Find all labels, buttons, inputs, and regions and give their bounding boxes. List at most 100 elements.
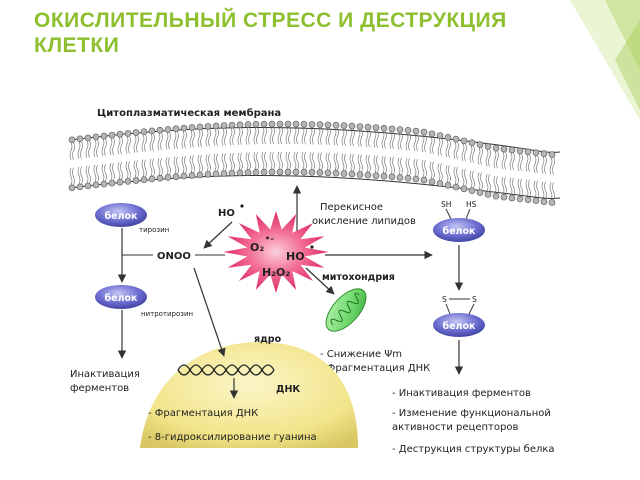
- s-left-label: S: [442, 295, 447, 304]
- lipid-head: [300, 168, 308, 176]
- lipid-tail: [197, 154, 203, 173]
- lipid-tail: [213, 128, 219, 147]
- lipid-head: [132, 129, 140, 136]
- lipid-tail: [69, 142, 75, 160]
- lipid-tail: [341, 153, 347, 171]
- lipid-head: [100, 132, 108, 140]
- dna-label: ДНК: [276, 384, 300, 395]
- lipid-head: [236, 169, 244, 177]
- lipid-tail: [117, 162, 123, 180]
- lipid-head: [364, 171, 372, 179]
- dna-helix: [177, 364, 275, 376]
- lipid-tail: [277, 151, 283, 170]
- lipid-head: [196, 123, 204, 131]
- lipid-tail: [501, 177, 507, 195]
- lipid-head: [124, 178, 132, 185]
- lipid-tail: [461, 168, 467, 187]
- lipid-tail: [189, 130, 195, 148]
- hydroxyl-radical-label: НО: [218, 208, 235, 219]
- lipid-head: [460, 137, 468, 145]
- lipid-head: [436, 180, 444, 187]
- lipid-head: [220, 170, 228, 177]
- lipid-head: [268, 168, 276, 176]
- protein-right-bottom: [433, 313, 485, 337]
- s-bond-right: [468, 303, 475, 315]
- lipid-head: [332, 121, 340, 129]
- lipid-tail: [293, 151, 299, 170]
- superoxide-label: О₂: [250, 241, 264, 254]
- nucleus-label: ядро: [254, 334, 282, 345]
- lipid-tail: [381, 156, 387, 174]
- lipid-peroxidation-line-1: Перекисное: [320, 202, 383, 213]
- lipid-head: [396, 174, 404, 181]
- lipid-head: [492, 144, 500, 152]
- lipid-tail: [533, 155, 539, 173]
- arrow-star-to-mito: [305, 267, 335, 295]
- lipid-tail: [349, 128, 355, 147]
- lipid-tail: [293, 126, 299, 145]
- lipid-tail: [429, 136, 435, 154]
- lipid-tail: [285, 126, 291, 145]
- lipid-head: [156, 174, 164, 182]
- lipid-head: [116, 130, 124, 138]
- lipid-head: [68, 184, 76, 192]
- lipid-tail: [469, 145, 475, 163]
- lipid-tail: [357, 154, 363, 172]
- lipid-tail: [173, 156, 179, 174]
- lipid-head: [348, 122, 356, 130]
- s-right-label: S: [472, 295, 477, 304]
- lipid-tail: [477, 172, 483, 190]
- lipid-head: [468, 139, 476, 146]
- lipid-head: [356, 171, 364, 178]
- peroxynitrite-label: ONOO: [157, 251, 191, 262]
- lipid-head: [380, 124, 388, 132]
- lipid-tail: [397, 157, 403, 175]
- lipid-head: [68, 136, 76, 144]
- lipid-head: [524, 196, 532, 204]
- lipid-head: [180, 172, 188, 180]
- lipid-head: [260, 168, 268, 176]
- lipid-head: [212, 122, 220, 130]
- lipid-tail: [229, 127, 235, 146]
- lipid-tail: [229, 153, 235, 171]
- lipid-tail: [445, 140, 451, 158]
- nucleus-effect-1: - Фрагментация ДНК: [148, 408, 258, 419]
- lipid-head: [484, 191, 492, 198]
- lipid-tail: [269, 151, 275, 170]
- s-bond-left: [445, 303, 451, 315]
- lipid-tail: [141, 134, 147, 152]
- lipid-tail: [221, 153, 227, 171]
- lipid-tail: [77, 166, 83, 184]
- lipid-head: [100, 180, 108, 188]
- lipid-head: [540, 198, 548, 205]
- lipid-head: [252, 169, 260, 176]
- lipid-head: [76, 135, 84, 143]
- lipid-tail: [477, 147, 483, 165]
- lipid-tail: [325, 152, 331, 171]
- lipid-head: [156, 126, 164, 134]
- lipid-head: [356, 123, 364, 130]
- lipid-head: [244, 169, 252, 176]
- lipid-head: [180, 124, 188, 132]
- arrow-onoo-to-nucleus: [193, 267, 226, 357]
- lipid-head: [308, 121, 316, 128]
- lipid-head: [452, 135, 460, 143]
- lipid-tail: [77, 141, 83, 159]
- lipid-tail: [69, 167, 75, 185]
- lipid-tail: [437, 138, 443, 156]
- lipid-head: [508, 194, 516, 202]
- lipid-head: [508, 146, 516, 154]
- lipid-tail: [357, 129, 363, 147]
- lipid-tail: [365, 154, 371, 173]
- lipid-head: [212, 170, 220, 178]
- lipid-head: [420, 176, 428, 184]
- ros-star: [223, 211, 329, 293]
- lipid-tail: [541, 156, 547, 174]
- lipid-head: [92, 133, 100, 141]
- lipid-head: [92, 181, 100, 189]
- membrane-label: Цитоплазматическая мембрана: [97, 107, 281, 119]
- nitrotyrosine-label: нитротирозин: [141, 310, 193, 318]
- protein-left-top: [95, 203, 147, 227]
- lipid-head: [236, 121, 244, 129]
- lipid-head: [76, 183, 84, 191]
